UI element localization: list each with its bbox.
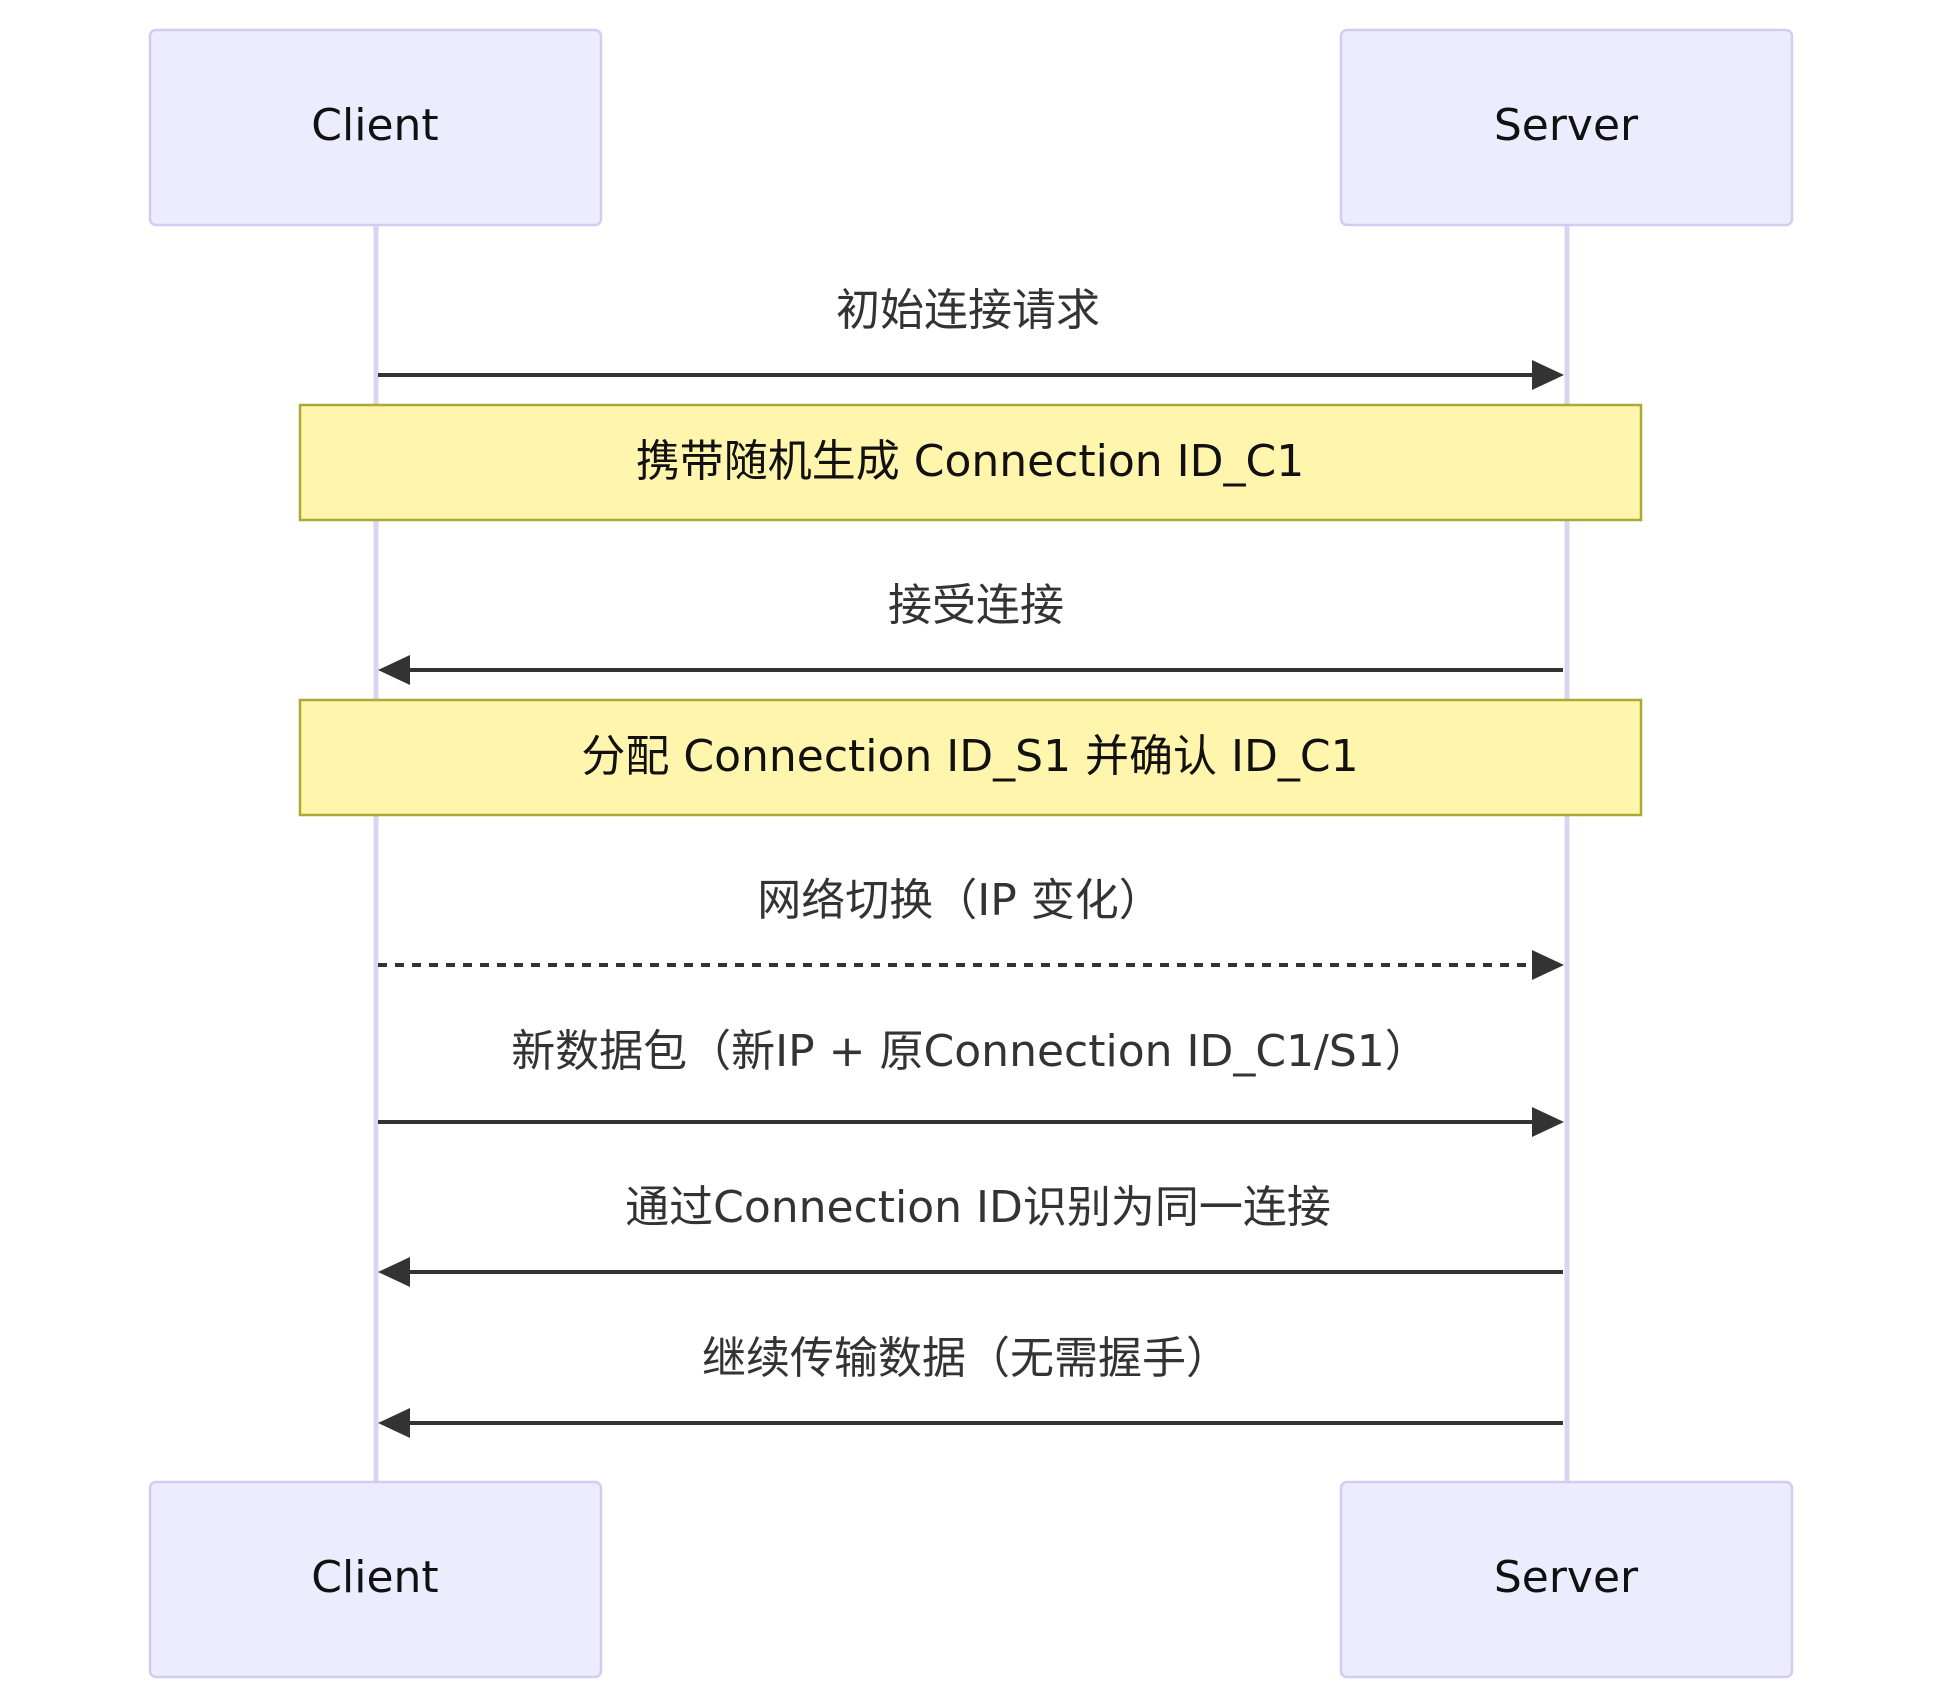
arrowhead-left-icon	[378, 655, 410, 685]
client-actor-bottom: Client	[148, 1480, 603, 1679]
message-network-switch: 网络切换（IP 变化）	[378, 875, 1564, 980]
message-new-packet: 新数据包（新IP + 原Connection ID_C1/S1）	[378, 1026, 1564, 1137]
arrowhead-left-icon	[378, 1257, 410, 1287]
note-server-connection-id: 分配 Connection ID_S1 并确认 ID_C1	[298, 698, 1643, 817]
message-label: 继续传输数据（无需握手）	[702, 1333, 1230, 1384]
message-continue-transfer: 继续传输数据（无需握手）	[378, 1333, 1563, 1438]
note-text: 分配 Connection ID_S1 并确认 ID_C1	[581, 731, 1358, 782]
message-label: 接受连接	[888, 580, 1064, 631]
server-actor-bottom: Server	[1339, 1480, 1794, 1679]
message-identify-connection: 通过Connection ID识别为同一连接	[378, 1182, 1563, 1287]
client-actor-top-label: Client	[311, 100, 438, 151]
message-label: 通过Connection ID识别为同一连接	[625, 1182, 1331, 1233]
server-actor-bottom-label: Server	[1494, 1552, 1639, 1603]
message-label: 初始连接请求	[836, 285, 1100, 336]
arrowhead-right-icon	[1532, 950, 1564, 980]
message-label: 新数据包（新IP + 原Connection ID_C1/S1）	[511, 1026, 1429, 1077]
message-label: 网络切换（IP 变化）	[757, 875, 1163, 926]
message-accept-connection: 接受连接	[378, 580, 1563, 685]
arrowhead-right-icon	[1532, 1107, 1564, 1137]
server-actor-top-label: Server	[1494, 100, 1639, 151]
arrowhead-right-icon	[1532, 360, 1564, 390]
server-actor-top: Server	[1339, 28, 1794, 227]
client-actor-top: Client	[148, 28, 603, 227]
message-initial-request: 初始连接请求	[378, 285, 1564, 390]
client-actor-bottom-label: Client	[311, 1552, 438, 1603]
note-text: 携带随机生成 Connection ID_C1	[636, 436, 1305, 487]
note-client-connection-id: 携带随机生成 Connection ID_C1	[298, 403, 1643, 522]
arrowhead-left-icon	[378, 1408, 410, 1438]
